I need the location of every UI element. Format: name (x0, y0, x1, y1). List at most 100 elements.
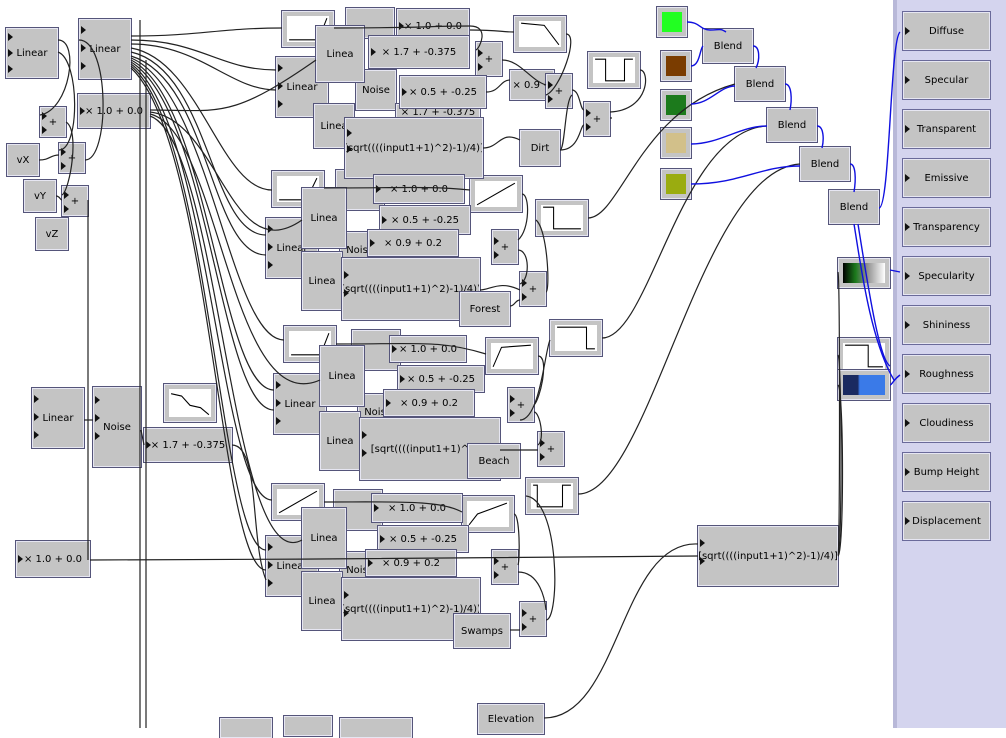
scale-node[interactable]: × 0.9 + 0.2 (365, 549, 457, 577)
olive-fill (666, 174, 686, 194)
linear-node[interactable]: Linear (5, 27, 59, 79)
input-port-icon (905, 223, 910, 231)
output-bump-height[interactable]: Bump Height (902, 452, 991, 492)
variable-vy-node[interactable]: vY (23, 179, 57, 213)
scale-node[interactable]: × 1.0 + 0.0 (77, 93, 151, 129)
curve-node[interactable] (535, 199, 589, 237)
partial-node[interactable] (283, 715, 333, 737)
color-swatch-olive[interactable] (660, 168, 692, 200)
dark-green-fill (666, 95, 686, 115)
input-port-icon (905, 27, 910, 35)
variable-vx-node[interactable]: vX (6, 143, 40, 177)
add-node[interactable]: + (545, 73, 573, 109)
output-emissive[interactable]: Emissive (902, 158, 991, 198)
input-port-icon (905, 272, 910, 280)
variable-vz-node[interactable]: vZ (35, 217, 69, 251)
partial-node[interactable] (219, 717, 273, 738)
curve-node[interactable] (469, 175, 523, 213)
scale-node[interactable]: × 0.5 + -0.25 (377, 525, 469, 553)
output-transparency[interactable]: Transparency (902, 207, 991, 247)
add-node[interactable]: + (583, 101, 611, 137)
blend-node[interactable]: Blend (702, 28, 754, 64)
add-node[interactable]: + (491, 549, 519, 585)
blend-node[interactable]: Blend (828, 189, 880, 225)
scale-node[interactable]: × 0.5 + -0.25 (399, 75, 487, 109)
gradient-node[interactable] (837, 369, 891, 401)
output-roughness[interactable]: Roughness (902, 354, 991, 394)
scale-node[interactable]: × 1.7 + -0.375 (368, 35, 470, 69)
curve-node[interactable] (587, 51, 641, 89)
partial-node[interactable] (339, 717, 413, 738)
input-port-icon (905, 76, 910, 84)
color-swatch-brown[interactable] (660, 50, 692, 82)
input-port-icon (905, 517, 910, 525)
gradient-preview (843, 375, 885, 395)
brown-fill (666, 56, 686, 76)
linear-node[interactable]: Linea (301, 571, 343, 631)
add-node[interactable]: + (491, 229, 519, 265)
output-diffuse[interactable]: Diffuse (902, 11, 991, 51)
output-transparent[interactable]: Transparent (902, 109, 991, 149)
scale-node[interactable]: × 0.9 + 0.2 (383, 389, 475, 417)
scale-node[interactable]: × 0.5 + -0.25 (397, 365, 485, 393)
blend-node[interactable]: Blend (734, 66, 786, 102)
scale-node[interactable]: × 0.5 + -0.25 (379, 205, 471, 235)
forest-node[interactable]: Forest (459, 291, 511, 327)
linear-node[interactable]: Linear (31, 387, 85, 449)
elevation-node[interactable]: Elevation (477, 703, 545, 735)
curve-node[interactable] (549, 319, 603, 357)
curve-node[interactable] (837, 337, 891, 375)
beach-node[interactable]: Beach (467, 443, 521, 479)
curve-node[interactable] (525, 477, 579, 515)
linear-node[interactable]: Linea (301, 187, 347, 249)
linear-node[interactable]: Linea (301, 251, 343, 311)
linear-node[interactable]: Linea (319, 345, 365, 407)
scale-node[interactable]: × 1.0 + 0.0 (371, 493, 463, 523)
input-port-icon (905, 321, 910, 329)
green-fill (662, 12, 682, 32)
expression-node[interactable]: [sqrt((((input1+1)^2)-1)/4)] (344, 117, 484, 179)
curve-node[interactable] (163, 383, 217, 423)
noise-node[interactable]: Noise (92, 386, 142, 468)
output-specular[interactable]: Specular (902, 60, 991, 100)
add-node[interactable]: + (475, 41, 503, 77)
gradient-node[interactable] (837, 257, 891, 289)
blend-node[interactable]: Blend (799, 146, 851, 182)
add-node[interactable]: + (507, 387, 535, 423)
output-specularity[interactable]: Specularity (902, 256, 991, 296)
curve-node[interactable] (485, 337, 539, 375)
add-node[interactable]: + (61, 185, 89, 217)
linear-node[interactable]: Linear (78, 18, 132, 80)
scale-node[interactable]: × 0.9 + 0.2 (367, 229, 459, 257)
add-node[interactable]: + (537, 431, 565, 467)
scale-node[interactable]: × 1.0 + 0.0 (15, 540, 91, 578)
output-shininess[interactable]: Shininess (902, 305, 991, 345)
color-swatch-green[interactable] (656, 6, 688, 38)
output-cloudiness[interactable]: Cloudiness (902, 403, 991, 443)
blend-node[interactable]: Blend (766, 107, 818, 143)
linear-node[interactable]: Linea (319, 411, 361, 471)
linear-node[interactable]: Linea (301, 507, 347, 569)
input-port-icon (905, 370, 910, 378)
tan-fill (666, 133, 686, 153)
scale-node[interactable]: × 1.7 + -0.375 (143, 427, 233, 463)
add-node[interactable]: + (58, 142, 86, 174)
dirt-node[interactable]: Dirt (519, 129, 561, 167)
linear-node[interactable]: Linear (273, 373, 327, 435)
add-node[interactable]: + (39, 106, 67, 138)
color-swatch-tan[interactable] (660, 127, 692, 159)
scale-node[interactable]: × 1.0 + 0.0 (373, 174, 465, 204)
output-displacement[interactable]: Displacement (902, 501, 991, 541)
expression-node[interactable]: [sqrt((((input1+1)^2)-1)/4)) (341, 257, 481, 321)
curve-node[interactable] (461, 495, 515, 533)
expression-node[interactable]: [sqrt((((input1+1)^2)-1)/4)] (697, 525, 839, 587)
node-graph-canvas[interactable]: Linear Linear × 1.0 + 0.0 + + + vX vY vZ… (0, 0, 893, 738)
linear-node[interactable]: Linea (315, 25, 365, 83)
output-panel: Diffuse Specular Transparent Emissive Tr… (893, 0, 1006, 728)
curve-node[interactable] (513, 15, 567, 53)
color-swatch-dark-green[interactable] (660, 89, 692, 121)
add-node[interactable]: + (519, 271, 547, 307)
add-node[interactable]: + (519, 601, 547, 637)
scale-node[interactable]: × 1.0 + 0.0 (389, 335, 467, 363)
swamps-node[interactable]: Swamps (453, 613, 511, 649)
